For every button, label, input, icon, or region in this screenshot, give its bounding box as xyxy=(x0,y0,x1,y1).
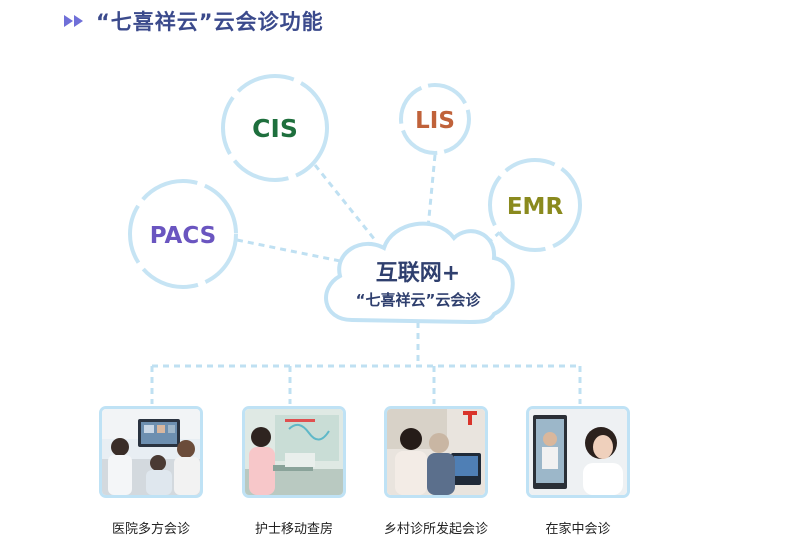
system-label-pacs: PACS xyxy=(150,223,216,249)
connector-lis xyxy=(426,154,437,229)
system-rings xyxy=(128,74,582,289)
system-label-emr: EMR xyxy=(507,194,564,220)
connector-pacs xyxy=(236,238,346,264)
scenario-connectors xyxy=(150,322,582,404)
cloud-title: 互联网+ xyxy=(376,261,460,286)
connector-cis xyxy=(313,164,377,241)
scenario-image-home xyxy=(526,406,630,498)
scenario-label-home: 在家中会诊 xyxy=(545,522,611,537)
page-title: “七喜祥云”云会诊功能 xyxy=(96,10,324,34)
ring-cis xyxy=(221,74,329,182)
scenario-image-hospital xyxy=(99,406,203,498)
page-header: “七喜祥云”云会诊功能 xyxy=(64,6,324,36)
scenario-image-village xyxy=(384,406,488,498)
scenario-label-nurse: 护士移动查房 xyxy=(254,522,333,537)
cloud-subtitle: “七喜祥云”云会诊 xyxy=(356,291,482,309)
ring-lis xyxy=(399,83,471,155)
cloud-shape xyxy=(324,221,515,325)
ring-pacs xyxy=(128,179,238,289)
scenario-label-village: 乡村诊所发起会诊 xyxy=(383,522,488,537)
scenario-label-hospital: 医院多方会诊 xyxy=(111,522,190,537)
scenario-image-nurse xyxy=(242,406,346,498)
double-triangle-right-icon xyxy=(64,15,84,27)
system-label-cis: CIS xyxy=(252,114,298,143)
ring-emr xyxy=(488,158,582,252)
system-label-lis: LIS xyxy=(415,108,455,134)
